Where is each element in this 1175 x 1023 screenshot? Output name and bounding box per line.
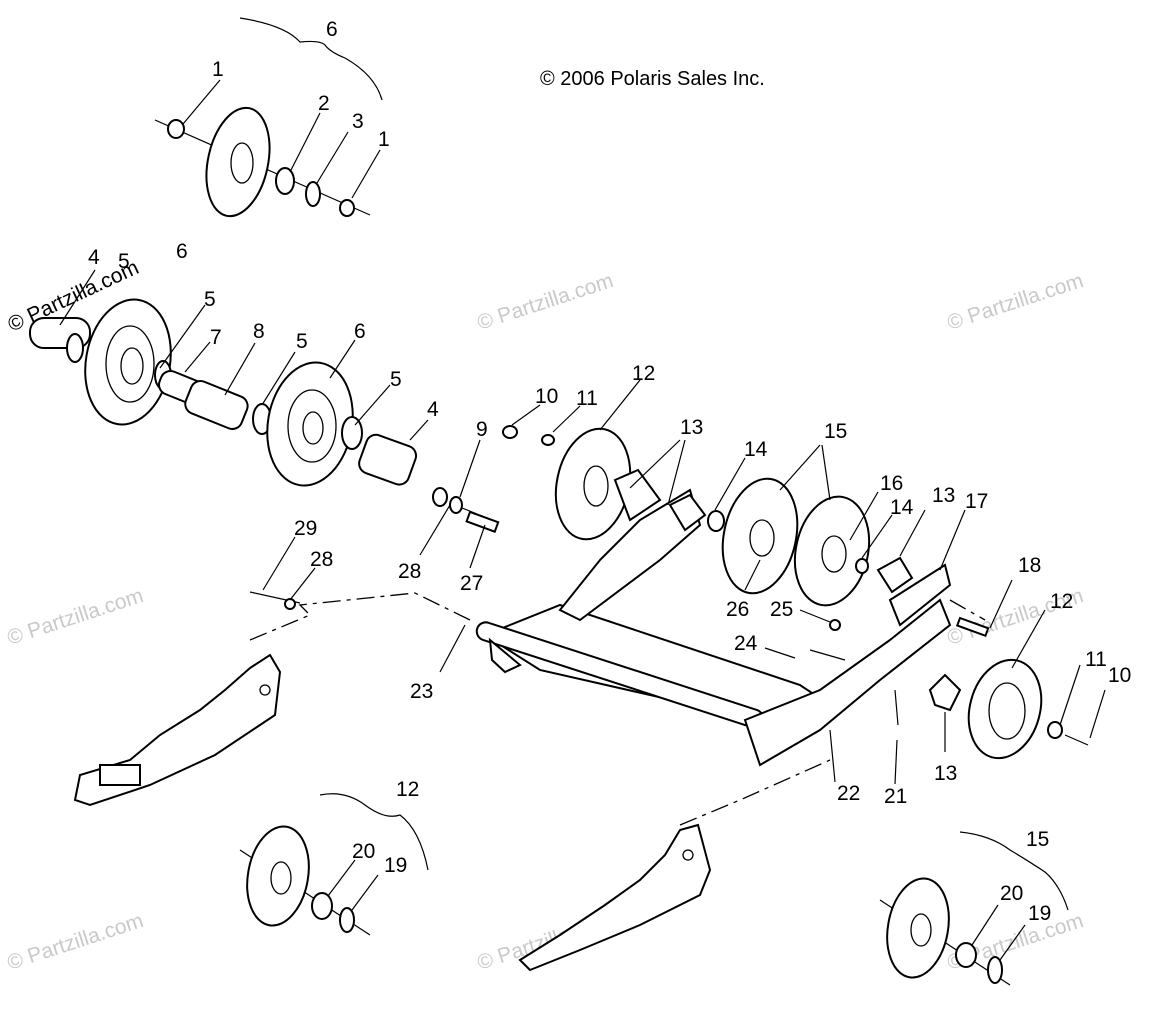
callout-9: 9 [476, 418, 488, 441]
callout-14-right: 14 [890, 496, 914, 519]
callout-1-top: 1 [212, 58, 224, 81]
lower-idler-wheel [809, 619, 1089, 760]
callout-6-mid: 6 [354, 320, 366, 343]
wheel-assembly-6 [154, 17, 383, 218]
callout-5-a: 5 [118, 250, 130, 273]
callout-1-right: 1 [378, 128, 390, 151]
callout-19-left: 19 [384, 854, 407, 877]
callout-10-right: 10 [1108, 664, 1131, 687]
callout-21: 21 [884, 785, 907, 808]
callout-5-d: 5 [390, 368, 402, 391]
callout-16: 16 [880, 472, 903, 495]
copyright-notice: © 2006 Polaris Sales Inc. [540, 68, 765, 90]
callout-20-left: 20 [352, 840, 375, 863]
left-rail [73, 591, 471, 807]
callout-27: 27 [460, 572, 483, 595]
callout-7: 7 [210, 326, 222, 349]
callout-12-right: 12 [1050, 590, 1073, 613]
callout-28-top: 28 [310, 548, 333, 571]
callout-24: 24 [734, 632, 758, 655]
callout-6-left: 6 [176, 240, 188, 263]
watermark-2: © Partzilla.com [944, 269, 1086, 335]
leader-lines [59, 269, 1106, 785]
callout-22: 22 [837, 782, 860, 805]
callout-12-bottom: 12 [396, 778, 419, 801]
callout-11-top: 11 [576, 387, 598, 410]
callout-4-right: 4 [427, 398, 439, 421]
callout-12-top: 12 [632, 362, 655, 385]
wheel-assembly-15 [879, 831, 1069, 986]
callout-20-right: 20 [1000, 882, 1023, 905]
front-frame [475, 488, 990, 767]
callout-19-right: 19 [1028, 902, 1051, 925]
callout-14-left: 14 [744, 438, 768, 461]
callout-29: 29 [294, 517, 317, 540]
callout-labels: 6 1 2 3 1 4 5 6 5 7 8 5 6 5 4 9 28 27 29… [88, 18, 1131, 925]
callout-23: 23 [410, 680, 433, 703]
callout-15-top: 15 [824, 420, 847, 443]
callout-6-top: 6 [326, 18, 338, 41]
callout-3: 3 [352, 110, 364, 133]
callout-4-left: 4 [88, 246, 100, 269]
callout-13-right: 13 [932, 484, 955, 507]
callout-15-bottom: 15 [1026, 828, 1049, 851]
watermark-1: © Partzilla.com [474, 269, 616, 335]
callout-17: 17 [965, 490, 988, 513]
callout-2: 2 [318, 92, 330, 115]
callout-5-b: 5 [204, 288, 216, 311]
right-rail-lower [518, 759, 831, 972]
watermark-5: © Partzilla.com [4, 909, 146, 975]
rear-axle-assembly [29, 298, 500, 533]
callout-26: 26 [726, 598, 749, 621]
wheel-assembly-12 [239, 793, 429, 936]
callout-11-right: 11 [1085, 648, 1107, 671]
watermark-3: © Partzilla.com [4, 584, 146, 650]
callout-13-top: 13 [680, 416, 703, 439]
callout-5-c: 5 [296, 330, 308, 353]
upper-idler-wheels [502, 425, 914, 607]
callout-10-top: 10 [535, 385, 558, 408]
callout-13-bottom: 13 [934, 762, 957, 785]
callout-25: 25 [770, 598, 793, 621]
callout-8: 8 [253, 320, 265, 343]
callout-18: 18 [1018, 554, 1041, 577]
callout-28-bottom: 28 [398, 560, 421, 583]
